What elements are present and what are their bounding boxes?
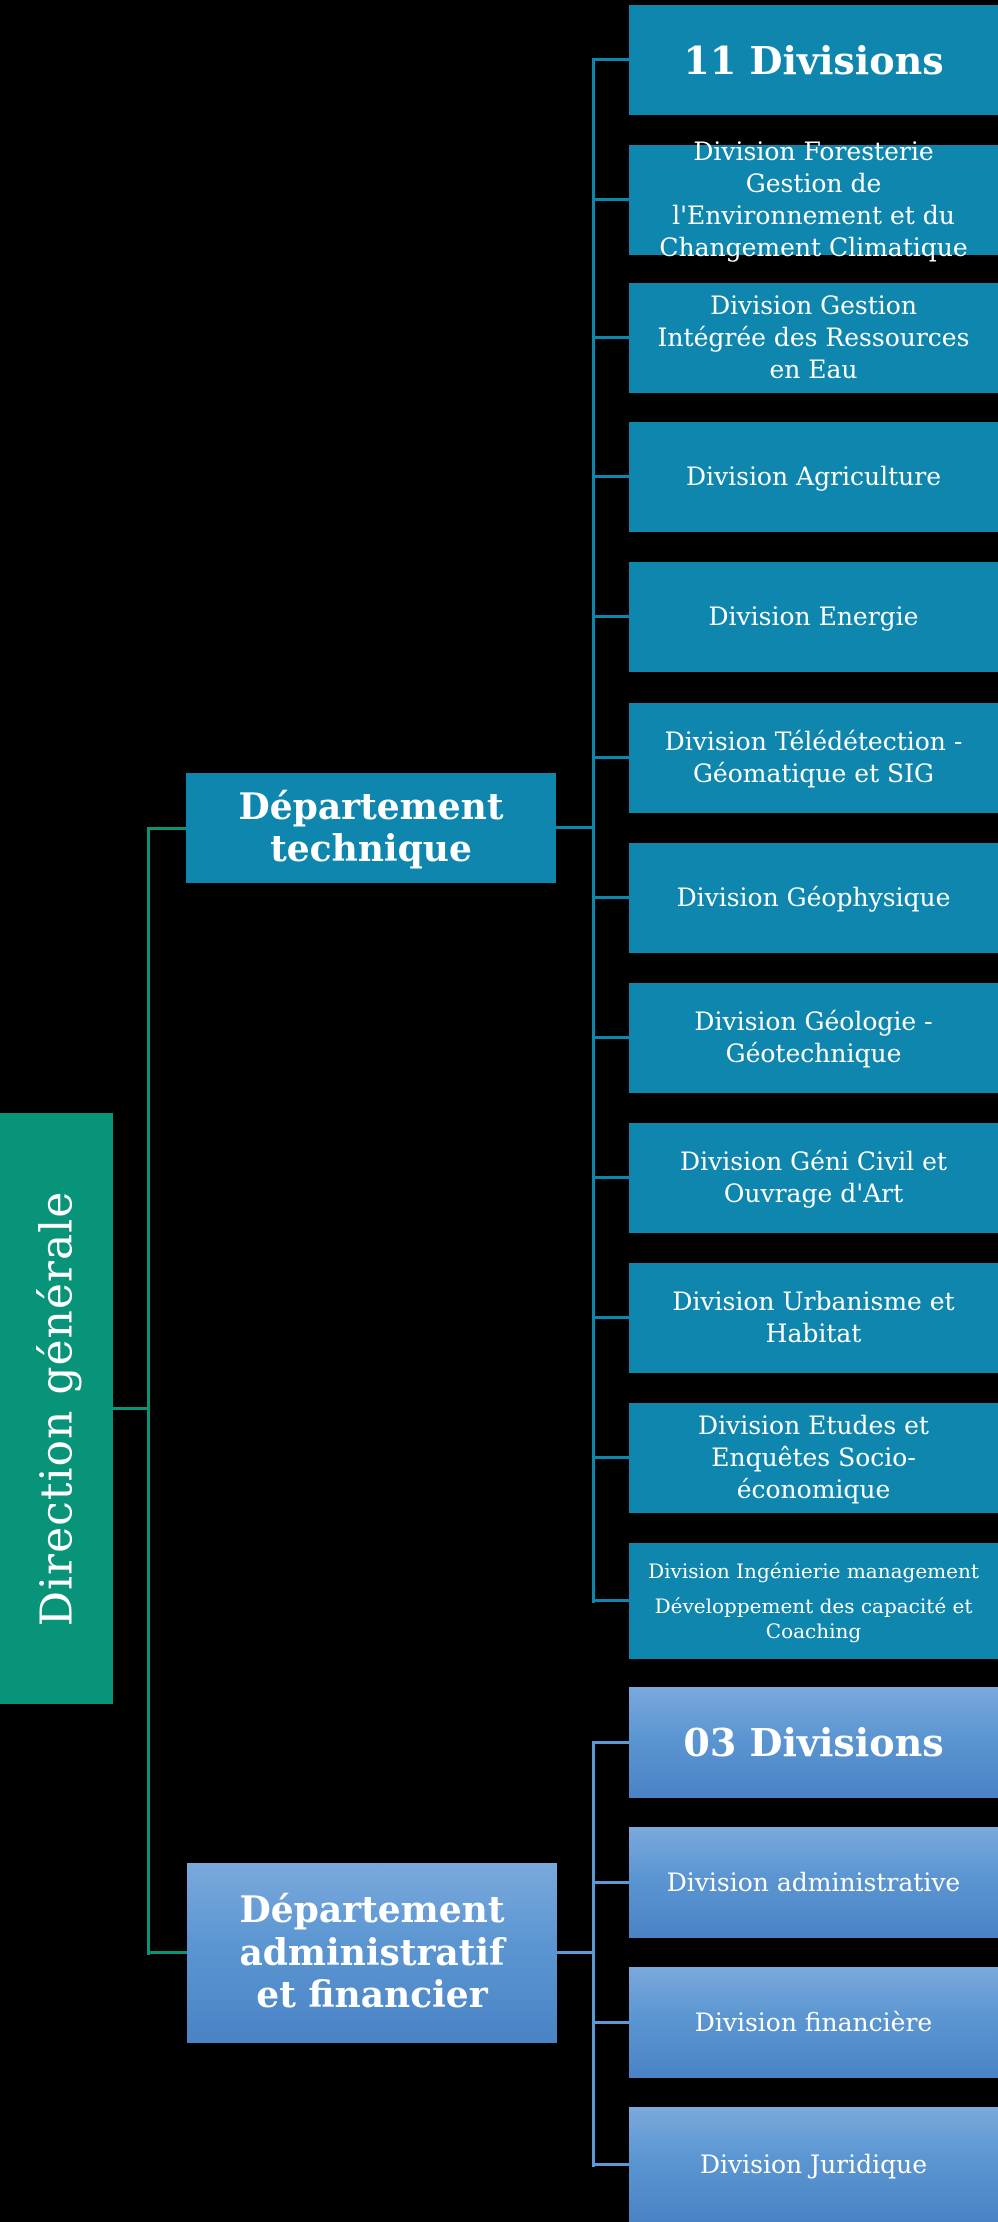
dept-admin-label: Département administratif et financier (239, 1889, 505, 2017)
division-stub (592, 1176, 629, 1179)
branch-vertical-line (592, 58, 595, 1603)
connector-to-dept-technique (147, 827, 186, 830)
division-label: Division financière (694, 2007, 933, 2037)
division-label: Division Energie (708, 602, 919, 631)
connector-root-stub (113, 1407, 150, 1410)
division-stub (592, 756, 629, 759)
root-node-direction-generale: Direction générale (0, 1113, 113, 1704)
division-stub (592, 615, 629, 618)
count-header-label: 11 Divisions (683, 37, 944, 83)
division-stub (592, 1741, 629, 1744)
division-box: Division Agriculture (629, 422, 998, 532)
division-label: Division Géophysique (676, 883, 951, 912)
division-stub (592, 475, 629, 478)
division-label: Division Gestion Intégrée des Ressources… (657, 291, 970, 384)
division-stub (592, 1456, 629, 1459)
division-box: Division Télédétection - Géomatique et S… (629, 703, 998, 813)
division-stub (592, 896, 629, 899)
division-label: Division Géni Civil et Ouvrage d'Art (680, 1147, 947, 1208)
division-stub (592, 1599, 629, 1602)
connector-root-vertical (147, 827, 150, 1955)
division-box: Division Urbanisme et Habitat (629, 1263, 998, 1373)
root-label: Direction générale (31, 1190, 82, 1627)
branch-vertical-line (592, 1741, 595, 2167)
division-label: Division Agriculture (685, 462, 942, 491)
division-box: Division Foresterie Gestion de l'Environ… (629, 137, 998, 262)
division-box: Division Energie (629, 562, 998, 672)
count-header: 11 Divisions (629, 5, 998, 115)
division-box: Division Géni Civil et Ouvrage d'Art (629, 1123, 998, 1233)
division-box: Division Géologie - Géotechnique (629, 983, 998, 1093)
division-stub (592, 58, 629, 61)
division-label-line: Division Ingénierie management (648, 1558, 979, 1583)
division-stub (592, 1316, 629, 1319)
dept-node-technique: Département technique (186, 773, 556, 883)
division-stub (592, 1036, 629, 1039)
division-label-line: Développement des capacité et Coaching (654, 1593, 973, 1643)
division-label: Division Télédétection - Géomatique et S… (664, 727, 963, 788)
division-stub (592, 198, 629, 201)
division-label: Division Géologie - Géotechnique (694, 1007, 933, 1068)
division-box: Division financière (629, 1967, 998, 2078)
division-box: Division administrative (629, 1827, 998, 1938)
count-header-label: 03 Divisions (683, 1720, 944, 1765)
division-label: Division Etudes et Enquêtes Socio-économ… (698, 1411, 929, 1504)
division-label: Division Juridique (699, 2149, 928, 2179)
dept-node-admin-financier: Département administratif et financier (187, 1863, 557, 2043)
division-box: Division Gestion Intégrée des Ressources… (629, 283, 998, 393)
division-label: Division administrative (666, 1867, 961, 1897)
division-stub (592, 2021, 629, 2024)
count-header: 03 Divisions (629, 1687, 998, 1798)
dept-technique-label: Département technique (238, 785, 504, 870)
dept-branch-stub (556, 826, 592, 829)
division-stub (592, 336, 629, 339)
division-box: Division Géophysique (629, 843, 998, 953)
division-stub (592, 1881, 629, 1884)
division-label: Division Foresterie Gestion de l'Environ… (659, 137, 968, 262)
division-box: Division Juridique (629, 2107, 998, 2222)
division-stub (592, 2163, 629, 2166)
dept-branch-stub (557, 1951, 592, 1954)
division-box: Division Etudes et Enquêtes Socio-économ… (629, 1403, 998, 1513)
connector-to-dept-admin (147, 1951, 187, 1954)
division-label: Division Urbanisme et Habitat (672, 1287, 955, 1348)
